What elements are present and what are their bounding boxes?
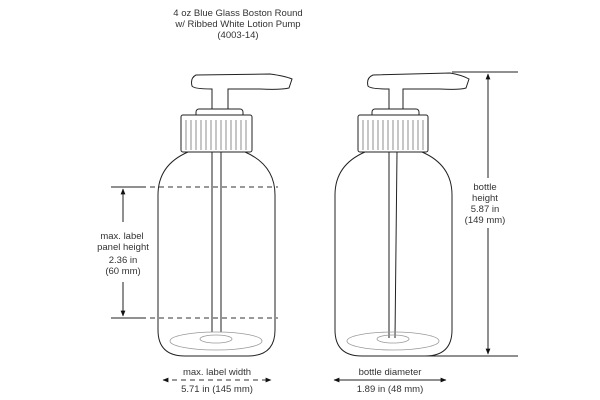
- label-width-dimension: max. label width 5.71 in (145 mm): [162, 367, 272, 395]
- height-line-2: height: [472, 193, 498, 204]
- diameter-label: bottle diameter: [359, 367, 422, 378]
- bottle-diameter-dimension: bottle diameter 1.89 in (48 mm): [333, 367, 447, 395]
- label-panel-value-in: 2.36 in: [109, 255, 138, 266]
- title-line-3: (4003-14): [217, 30, 258, 41]
- title-line-1: 4 oz Blue Glass Boston Round: [173, 8, 302, 19]
- diagram-title: 4 oz Blue Glass Boston Round w/ Ribbed W…: [173, 8, 302, 41]
- bottle-front-right: [334, 72, 470, 357]
- bottle-height-dimension: bottle height 5.87 in (149 mm): [413, 71, 518, 357]
- height-value-in: 5.87 in: [471, 204, 500, 215]
- label-panel-height-dimension: max. label panel height 2.36 in (60 mm): [97, 186, 278, 319]
- height-line-1: bottle: [473, 182, 496, 193]
- label-width-label: max. label width: [183, 367, 251, 378]
- diameter-value: 1.89 in (48 mm): [357, 384, 424, 395]
- title-line-2: w/ Ribbed White Lotion Pump: [174, 19, 300, 30]
- label-panel-line-1: max. label: [100, 231, 143, 242]
- bottle-front-left: [157, 73, 293, 357]
- label-width-value: 5.71 in (145 mm): [181, 384, 253, 395]
- label-panel-line-2: panel height: [97, 242, 149, 253]
- cap-ribs-left: [185, 120, 247, 150]
- height-value-mm: (149 mm): [465, 215, 506, 226]
- label-panel-value-mm: (60 mm): [105, 266, 140, 277]
- cap-ribs-right: [362, 120, 424, 150]
